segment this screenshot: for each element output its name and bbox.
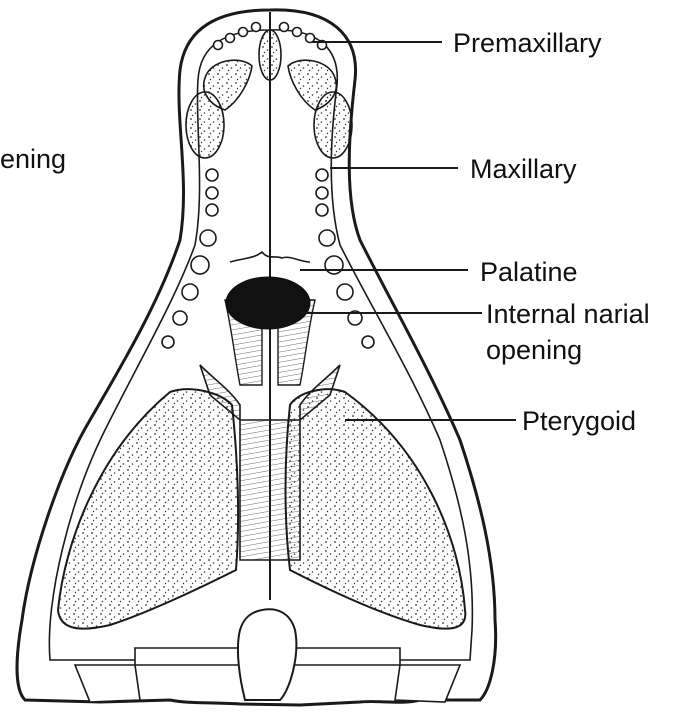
label-premaxillary: Premaxillary [453, 27, 602, 59]
label-palatine: Palatine [480, 256, 578, 288]
label-cut-left: ening [0, 143, 66, 175]
internal-narial-opening [226, 277, 310, 329]
label-internal-narial-1: Internal narial [486, 298, 650, 330]
label-pterygoid: Pterygoid [522, 405, 636, 437]
label-maxillary: Maxillary [470, 153, 577, 185]
label-internal-narial-2: opening [486, 334, 582, 366]
occipital-condyle [238, 609, 296, 700]
